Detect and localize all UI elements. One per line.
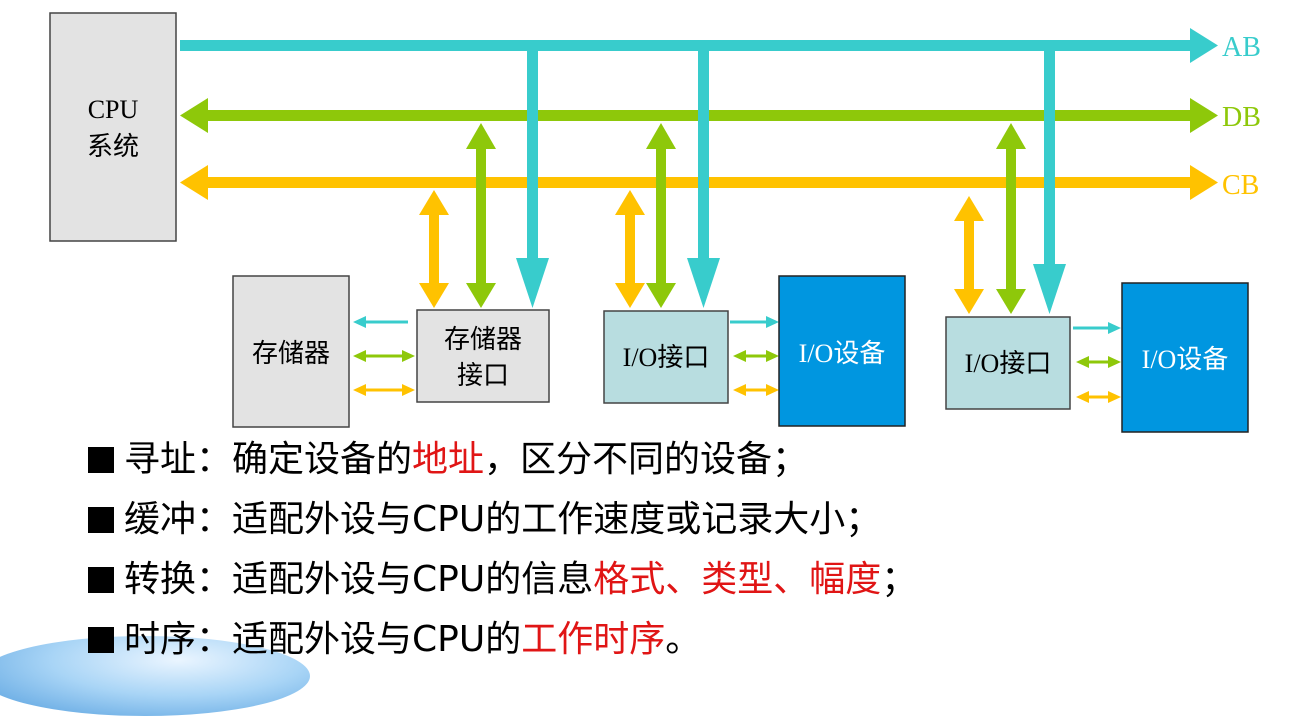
bullet-item: 缓冲：适配外设与CPU的工作速度或记录大小； bbox=[88, 490, 1288, 550]
square-bullet-icon bbox=[88, 627, 114, 653]
address-bus bbox=[180, 28, 1218, 63]
ab-label: AB bbox=[1222, 32, 1261, 63]
cpu-label: CPU bbox=[88, 95, 139, 124]
io1-small-arrows bbox=[730, 316, 779, 396]
io-interface-2-label: I/O接口 bbox=[965, 349, 1052, 378]
memory-box bbox=[232, 275, 350, 428]
bullet-text: ； bbox=[881, 559, 918, 600]
io1-cb-connector bbox=[615, 190, 645, 308]
io2-db-connector bbox=[996, 123, 1026, 314]
memory-interface-box bbox=[416, 309, 550, 403]
cpu-box bbox=[49, 12, 177, 242]
bullet-list: 寻址：确定设备的地址，区分不同的设备； 缓冲：适配外设与CPU的工作速度或记录大… bbox=[88, 430, 1288, 670]
mem-db-connector bbox=[466, 123, 496, 308]
bullet-highlight: 格式、类型、幅度 bbox=[593, 559, 882, 600]
bullet-text: 时序：适配外设与CPU的 bbox=[124, 619, 522, 660]
io1-db-connector bbox=[646, 123, 676, 308]
bullet-highlight: 地址 bbox=[412, 439, 485, 480]
bullet-text: 缓冲：适配外设与CPU的工作速度或记录大小； bbox=[124, 499, 882, 540]
io-device-1-box bbox=[778, 275, 906, 427]
bullet-text: 寻址：确定设备的 bbox=[124, 439, 413, 480]
square-bullet-icon bbox=[88, 567, 114, 593]
io-device-2-box bbox=[1121, 282, 1249, 433]
io1-ab-connector bbox=[687, 51, 720, 308]
bus-diagram: CPU 系统 AB DB CB bbox=[49, 12, 1261, 433]
memory-label: 存储器 bbox=[252, 339, 330, 368]
bullet-text: ，区分不同的设备； bbox=[484, 439, 809, 480]
bullet-item: 转换：适配外设与CPU的信息格式、类型、幅度； bbox=[88, 550, 1288, 610]
cb-label: CB bbox=[1222, 170, 1259, 201]
io2-cb-connector bbox=[954, 196, 984, 314]
io-interface-2-box bbox=[945, 316, 1071, 410]
bullet-item: 时序：适配外设与CPU的工作时序。 bbox=[88, 610, 1288, 670]
io2-ab-connector bbox=[1033, 51, 1066, 314]
cpu-label-2: 系统 bbox=[87, 132, 139, 161]
bullet-text: 。 bbox=[665, 619, 702, 660]
io-interface-1-label: I/O接口 bbox=[623, 343, 710, 372]
square-bullet-icon bbox=[88, 507, 114, 533]
memory-interface-label: 存储器 bbox=[444, 325, 522, 354]
db-label: DB bbox=[1222, 102, 1261, 133]
memory-interface-label-2: 接口 bbox=[457, 361, 509, 390]
bullet-item: 寻址：确定设备的地址，区分不同的设备； bbox=[88, 430, 1288, 490]
mem-small-arrows bbox=[353, 316, 415, 396]
io2-small-arrows bbox=[1073, 322, 1121, 403]
io-device-2-label: I/O设备 bbox=[1142, 345, 1229, 374]
mem-cb-connector bbox=[419, 190, 449, 308]
io-interface-1-box bbox=[603, 310, 729, 404]
io-device-1-label: I/O设备 bbox=[799, 339, 886, 368]
square-bullet-icon bbox=[88, 447, 114, 473]
mem-ab-connector bbox=[516, 51, 549, 308]
bullet-highlight: 工作时序 bbox=[521, 619, 666, 660]
bullet-text: 转换：适配外设与CPU的信息 bbox=[124, 559, 594, 600]
